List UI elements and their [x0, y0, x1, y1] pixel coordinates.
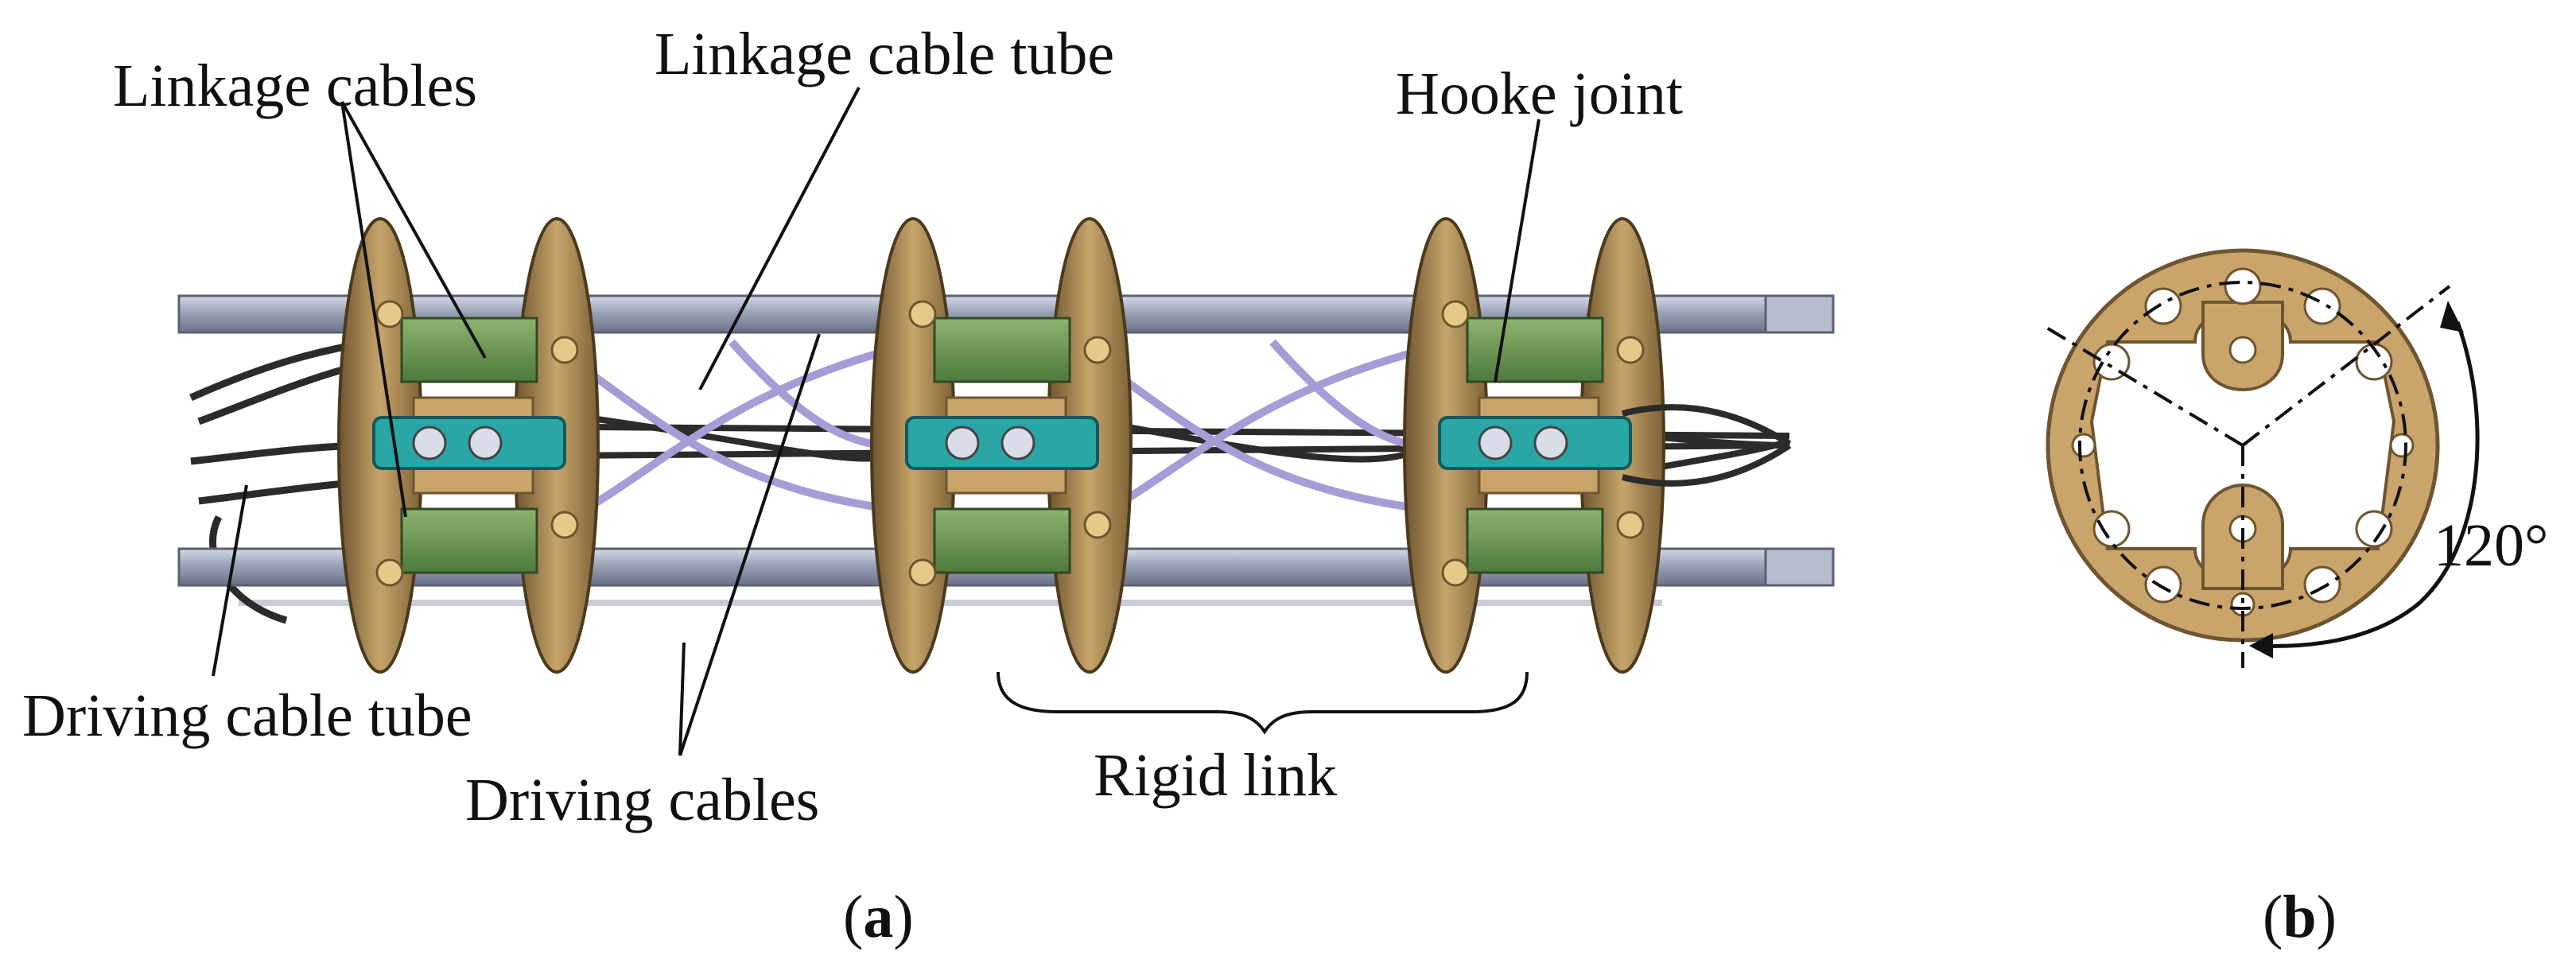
joint-module-1 [337, 217, 600, 674]
screw-icon [412, 425, 447, 460]
leader-linkage-cable-tube [698, 87, 861, 390]
bolt-icon [1441, 300, 1470, 328]
bolt-icon [908, 558, 937, 587]
leader-driving-cable-tube [212, 484, 248, 677]
angle-arc [2258, 321, 2480, 648]
caption-open: ( [843, 884, 864, 950]
leader-hooke-joint [1494, 118, 1541, 383]
bolt-icon [550, 336, 579, 364]
screw-icon [1000, 425, 1035, 460]
bolt-icon [1616, 511, 1645, 539]
circuit-board [1466, 317, 1604, 383]
screw-icon [945, 425, 980, 460]
label-angle: 120° [2434, 512, 2549, 579]
bolt-icon [550, 511, 579, 539]
arrowhead-icon [2440, 301, 2464, 332]
joint-module-2 [870, 217, 1133, 674]
label-linkage-cables: Linkage cables [113, 52, 477, 119]
rigid-link-brace [997, 671, 1529, 735]
bolt-icon [1083, 336, 1112, 364]
leader-driving-cables-2 [678, 642, 686, 756]
reference-circle [2078, 281, 2407, 610]
bolt-icon [1616, 336, 1645, 364]
caption-close: ) [893, 884, 914, 950]
circuit-board [933, 507, 1071, 574]
panel-a-drawing [177, 87, 2480, 756]
driving-cables-right-tail [1622, 404, 1792, 487]
caption-letter: b [2283, 884, 2317, 950]
bolt-icon [375, 300, 404, 328]
bolt-icon [375, 558, 404, 587]
caption-open: ( [2263, 884, 2283, 950]
bolt-icon [908, 300, 937, 328]
caption-panel-a: (a) [843, 887, 914, 947]
bolt-icon [1441, 558, 1470, 587]
bolt-icon [1083, 511, 1112, 539]
label-rigid-link: Rigid link [1094, 742, 1338, 809]
joint-module-3 [1403, 217, 1665, 674]
leader-linkage-cables-1 [340, 101, 487, 359]
tab-hole [2228, 336, 2257, 364]
circuit-board [1466, 507, 1604, 574]
arrowhead-icon [2249, 633, 2273, 658]
screw-icon [468, 425, 503, 460]
screw-icon [1533, 425, 1568, 460]
caption-close: ) [2316, 884, 2337, 950]
label-driving-cables: Driving cables [465, 767, 820, 833]
circuit-board [400, 317, 538, 383]
label-hooke-joint: Hooke joint [1396, 60, 1683, 127]
axes-120deg [2042, 285, 2451, 668]
panel-b-drawing [2042, 248, 2480, 668]
caption-letter: a [863, 884, 894, 950]
caption-panel-b: (b) [2263, 887, 2337, 947]
leader-lines [212, 87, 1541, 756]
leader-linkage-cables-2 [340, 101, 407, 518]
label-linkage-cable-tube: Linkage cable tube [655, 21, 1115, 87]
label-driving-cable-tube: Driving cable tube [22, 682, 472, 749]
circuit-board [400, 507, 538, 574]
screw-icon [1478, 425, 1513, 460]
leader-driving-cables-1 [678, 333, 821, 756]
circuit-board [933, 317, 1071, 383]
